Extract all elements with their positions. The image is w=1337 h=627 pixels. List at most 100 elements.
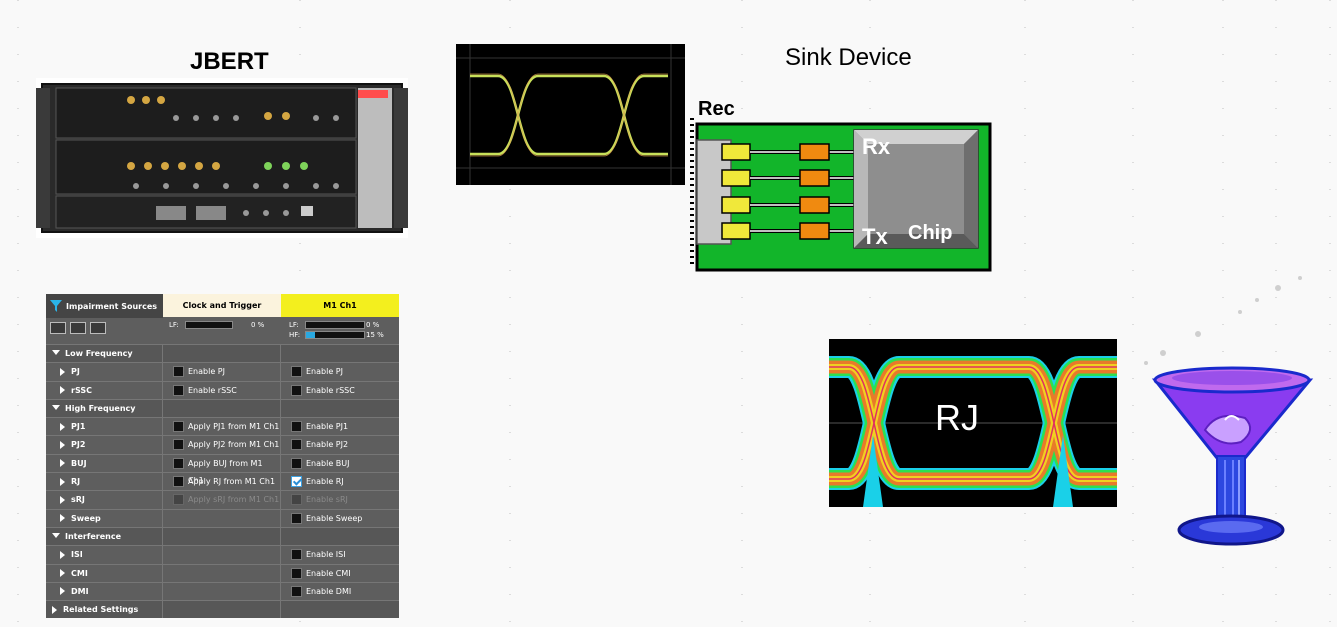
row-expander[interactable]: BUJ bbox=[46, 454, 163, 473]
row-expander[interactable]: CMI bbox=[46, 564, 163, 582]
clock-trigger-cell bbox=[163, 509, 281, 527]
row-expander[interactable]: PJ2 bbox=[46, 436, 163, 454]
clock-trigger-checkbox-label: Enable PJ bbox=[188, 367, 225, 377]
row-label: High Frequency bbox=[65, 403, 136, 413]
row-expander[interactable]: PJ bbox=[46, 363, 163, 381]
m1-ch1-checkbox[interactable] bbox=[291, 384, 302, 396]
impairment-sources-header: Impairment Sources bbox=[46, 294, 163, 334]
section-expander[interactable]: Interference bbox=[46, 527, 163, 546]
clock-trigger-checkbox[interactable] bbox=[173, 366, 184, 378]
m1-ch1-checkbox-label: Enable RJ bbox=[306, 477, 344, 487]
chevron-right-icon bbox=[52, 605, 57, 614]
clock-lf-label: LF: bbox=[169, 321, 179, 329]
clock-trigger-checkbox[interactable] bbox=[173, 384, 184, 396]
m1-ch1-checkbox-label: Enable BUJ bbox=[306, 458, 350, 468]
row-expander[interactable]: RJ bbox=[46, 473, 163, 491]
m1-ch1-checkbox[interactable] bbox=[291, 439, 302, 451]
m1-ch1-checkbox[interactable] bbox=[291, 585, 302, 597]
m1-ch1-cell: Enable DMI bbox=[281, 583, 399, 600]
m1-ch1-checkbox-label: Enable ISI bbox=[306, 550, 346, 560]
chevron-right-icon bbox=[60, 367, 65, 376]
chip-label: Chip bbox=[908, 222, 953, 244]
row-expander[interactable]: rSSC bbox=[46, 381, 163, 399]
chevron-right-icon bbox=[60, 386, 65, 395]
clock-trigger-cell: Enable PJ bbox=[163, 363, 281, 381]
filter-icon bbox=[50, 300, 62, 312]
section-row: Low Frequency bbox=[46, 344, 399, 363]
chevron-right-icon bbox=[60, 587, 65, 596]
jbert-title: JBERT bbox=[190, 48, 269, 75]
row-expander[interactable]: PJ1 bbox=[46, 418, 163, 436]
clock-trigger-cell bbox=[163, 527, 281, 546]
row-label: Interference bbox=[65, 531, 122, 541]
m1-ch1-cell: Enable PJ1 bbox=[281, 418, 399, 435]
m1-lf-value: 0 % bbox=[366, 321, 380, 329]
m1-hf-label: HF: bbox=[289, 331, 301, 339]
clock-trigger-checkbox-label: Apply sRJ from M1 Ch1 bbox=[188, 495, 280, 505]
rec-label: Rec bbox=[698, 98, 735, 120]
clock-trigger-checkbox[interactable] bbox=[173, 439, 184, 451]
clock-trigger-cell: Enable rSSC bbox=[163, 381, 281, 399]
column-header-m1-ch1[interactable]: M1 Ch1 bbox=[281, 294, 399, 317]
chevron-right-icon bbox=[60, 514, 65, 523]
section-expander[interactable]: Low Frequency bbox=[46, 345, 163, 363]
rx-label: Rx bbox=[862, 134, 891, 159]
layout-icon-1[interactable] bbox=[50, 322, 66, 334]
m1-ch1-cell bbox=[281, 400, 399, 417]
clock-trigger-checkbox[interactable] bbox=[173, 421, 184, 433]
section-row: Interference bbox=[46, 526, 399, 546]
tx-label: Tx bbox=[862, 224, 888, 249]
m1-ch1-cell: Enable BUJ bbox=[281, 455, 399, 472]
rj-label: RJ bbox=[935, 397, 979, 438]
m1-ch1-checkbox[interactable] bbox=[291, 512, 302, 524]
m1-ch1-cell bbox=[281, 601, 399, 618]
chevron-right-icon bbox=[60, 459, 65, 468]
clock-trigger-checkbox bbox=[173, 494, 184, 506]
row-label: rSSC bbox=[71, 385, 92, 395]
m1-hf-value: 15 % bbox=[366, 331, 384, 339]
impairment-row: rSSC Enable rSSC Enable rSSC bbox=[46, 380, 399, 399]
m1-ch1-checkbox[interactable] bbox=[291, 567, 302, 579]
row-expander[interactable]: Sweep bbox=[46, 509, 163, 527]
m1-ch1-checkbox[interactable] bbox=[291, 457, 302, 469]
layout-icon-3[interactable] bbox=[90, 322, 106, 334]
eye-diagram-rj: RJ bbox=[829, 339, 1117, 507]
chevron-right-icon bbox=[60, 422, 65, 431]
sink-device-title: Sink Device bbox=[785, 44, 912, 71]
clock-trigger-checkbox[interactable] bbox=[173, 457, 184, 469]
m1-ch1-cell: Enable PJ2 bbox=[281, 436, 399, 453]
section-expander[interactable]: High Frequency bbox=[46, 399, 163, 418]
row-expander[interactable]: DMI bbox=[46, 582, 163, 601]
impairment-row: DMI Enable DMI bbox=[46, 581, 399, 601]
m1-ch1-cell bbox=[281, 528, 399, 545]
row-expander[interactable]: ISI bbox=[46, 546, 163, 564]
row-label: BUJ bbox=[71, 458, 87, 468]
row-label: CMI bbox=[71, 568, 88, 578]
clock-trigger-checkbox[interactable] bbox=[173, 476, 184, 488]
m1-ch1-checkbox[interactable] bbox=[291, 421, 302, 433]
impairment-row: CMI Enable CMI bbox=[46, 563, 399, 582]
column-header-clock-trigger[interactable]: Clock and Trigger bbox=[163, 294, 281, 317]
m1-ch1-cell: Enable Sweep bbox=[281, 510, 399, 527]
layout-icon-2[interactable] bbox=[70, 322, 86, 334]
clock-trigger-cell bbox=[163, 546, 281, 564]
m1-ch1-cell: Enable CMI bbox=[281, 565, 399, 582]
m1-ch1-checkbox-label: Enable rSSC bbox=[306, 385, 355, 395]
clock-trigger-cell: Apply PJ1 from M1 Ch1 bbox=[163, 418, 281, 436]
clock-trigger-checkbox-label: Apply PJ1 from M1 Ch1 bbox=[188, 422, 280, 432]
m1-ch1-checkbox-label: Enable DMI bbox=[306, 586, 352, 596]
row-label: RJ bbox=[71, 477, 81, 487]
chevron-right-icon bbox=[60, 550, 65, 559]
m1-ch1-checkbox[interactable] bbox=[291, 549, 302, 561]
m1-ch1-checkbox[interactable] bbox=[291, 476, 302, 488]
m1-lf-label: LF: bbox=[289, 321, 299, 329]
m1-ch1-checkbox[interactable] bbox=[291, 366, 302, 378]
row-expander[interactable]: sRJ bbox=[46, 491, 163, 509]
section-expander[interactable]: Related Settings bbox=[46, 601, 163, 618]
chevron-right-icon bbox=[60, 569, 65, 578]
clock-lf-bar bbox=[185, 321, 233, 329]
